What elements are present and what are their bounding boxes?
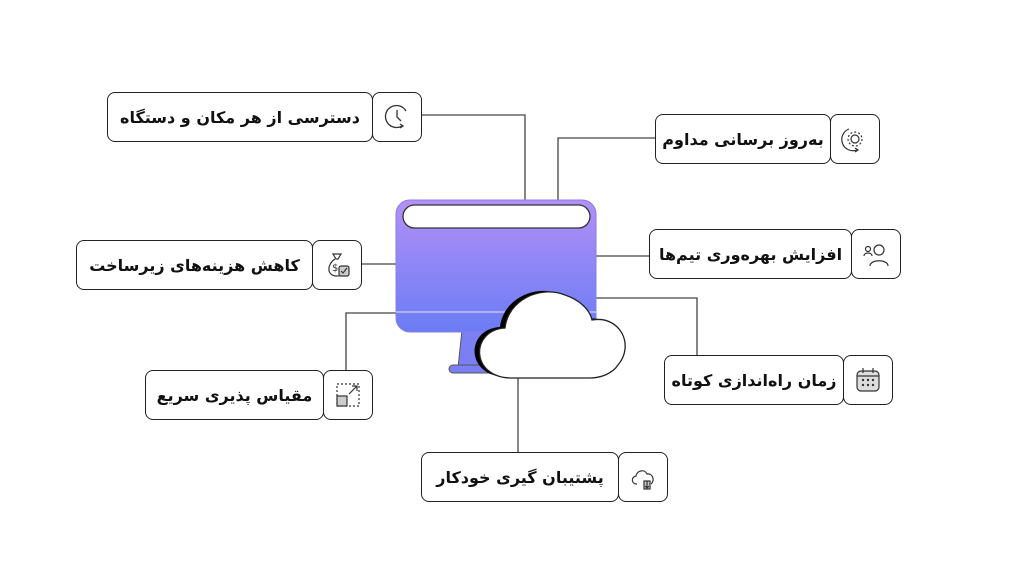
feature-box-auto-backup: پشتیبان گیری خودکار <box>421 452 619 502</box>
feature-box-team-productivity: افزایش بهره‌وری تیم‌ها <box>649 229 852 279</box>
cloud-download-icon <box>618 452 668 502</box>
clock-icon <box>372 92 422 142</box>
calendar-icon <box>843 355 893 405</box>
feature-label: پشتیبان گیری خودکار <box>436 467 604 487</box>
feature-label: کاهش هزینه‌های زیرساخت <box>89 255 300 275</box>
feature-label: به‌روز برسانی مداوم <box>662 129 824 149</box>
svg-text:$: $ <box>332 263 338 274</box>
feature-box-continuous-update: به‌روز برسانی مداوم <box>655 114 831 164</box>
feature-label: افزایش بهره‌وری تیم‌ها <box>658 244 843 264</box>
feature-box-access-anywhere: دسترسی از هر مکان و دستگاه <box>107 92 373 142</box>
feature-box-scalability: مقیاس پذیری سریع <box>145 370 324 420</box>
team-icon <box>851 229 901 279</box>
feature-box-cost-reduction: کاهش هزینه‌های زیرساخت <box>76 240 313 290</box>
gear-refresh-icon <box>830 114 880 164</box>
money-bag-icon: $ <box>312 240 362 290</box>
feature-box-quick-setup: زمان راه‌اندازی کوتاه <box>664 355 844 405</box>
cloud-illustration <box>474 290 626 379</box>
feature-label: زمان راه‌اندازی کوتاه <box>671 370 837 390</box>
feature-label: مقیاس پذیری سریع <box>156 385 313 405</box>
feature-label: دسترسی از هر مکان و دستگاه <box>120 107 360 127</box>
scale-icon <box>323 370 373 420</box>
